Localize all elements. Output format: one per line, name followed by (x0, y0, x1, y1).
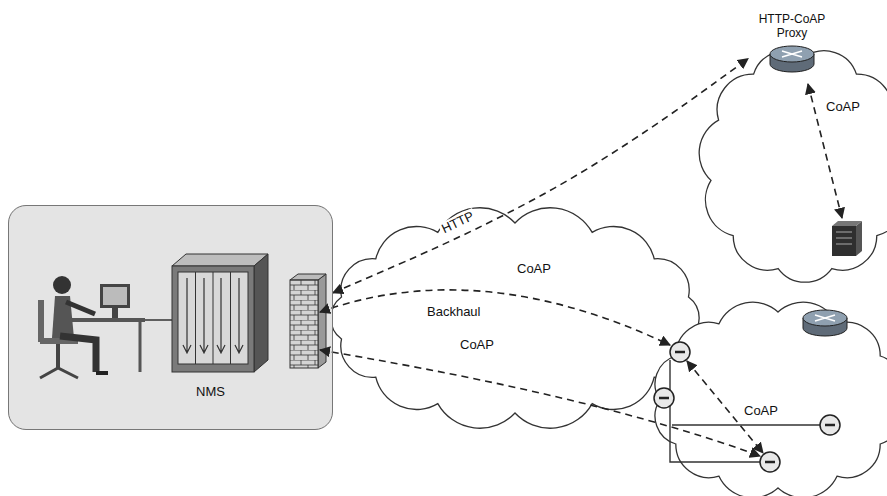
protocol-label: CoAP (824, 100, 862, 115)
backhaul-cloud (331, 208, 699, 428)
server-rack (172, 254, 268, 372)
protocol-label: CoAP (458, 338, 496, 353)
device-icon (832, 221, 862, 256)
router-icon (766, 43, 818, 75)
proxy-router: HTTP-CoAP Proxy (748, 8, 836, 79)
proxy-cloud (699, 51, 887, 282)
mesh-cloud (655, 302, 887, 496)
node-label: NMS (196, 384, 225, 400)
protocol-label: CoAP (742, 404, 780, 419)
protocol-label: CoAP (515, 262, 553, 277)
operator-figure (38, 276, 172, 378)
node-label: HTTP-CoAP Proxy (752, 12, 832, 41)
nms-panel: NMS (8, 205, 333, 430)
mesh-node-icons (654, 342, 840, 472)
firewall-icon (290, 274, 326, 368)
protocol-label: Backhaul (425, 305, 482, 320)
nms-panel-fill (8, 205, 333, 430)
protocol-label: HTTP (438, 208, 479, 238)
dashed-links (320, 84, 842, 456)
router-icon (803, 310, 847, 336)
mesh-wires (670, 360, 820, 462)
dashed-connector (333, 59, 748, 293)
